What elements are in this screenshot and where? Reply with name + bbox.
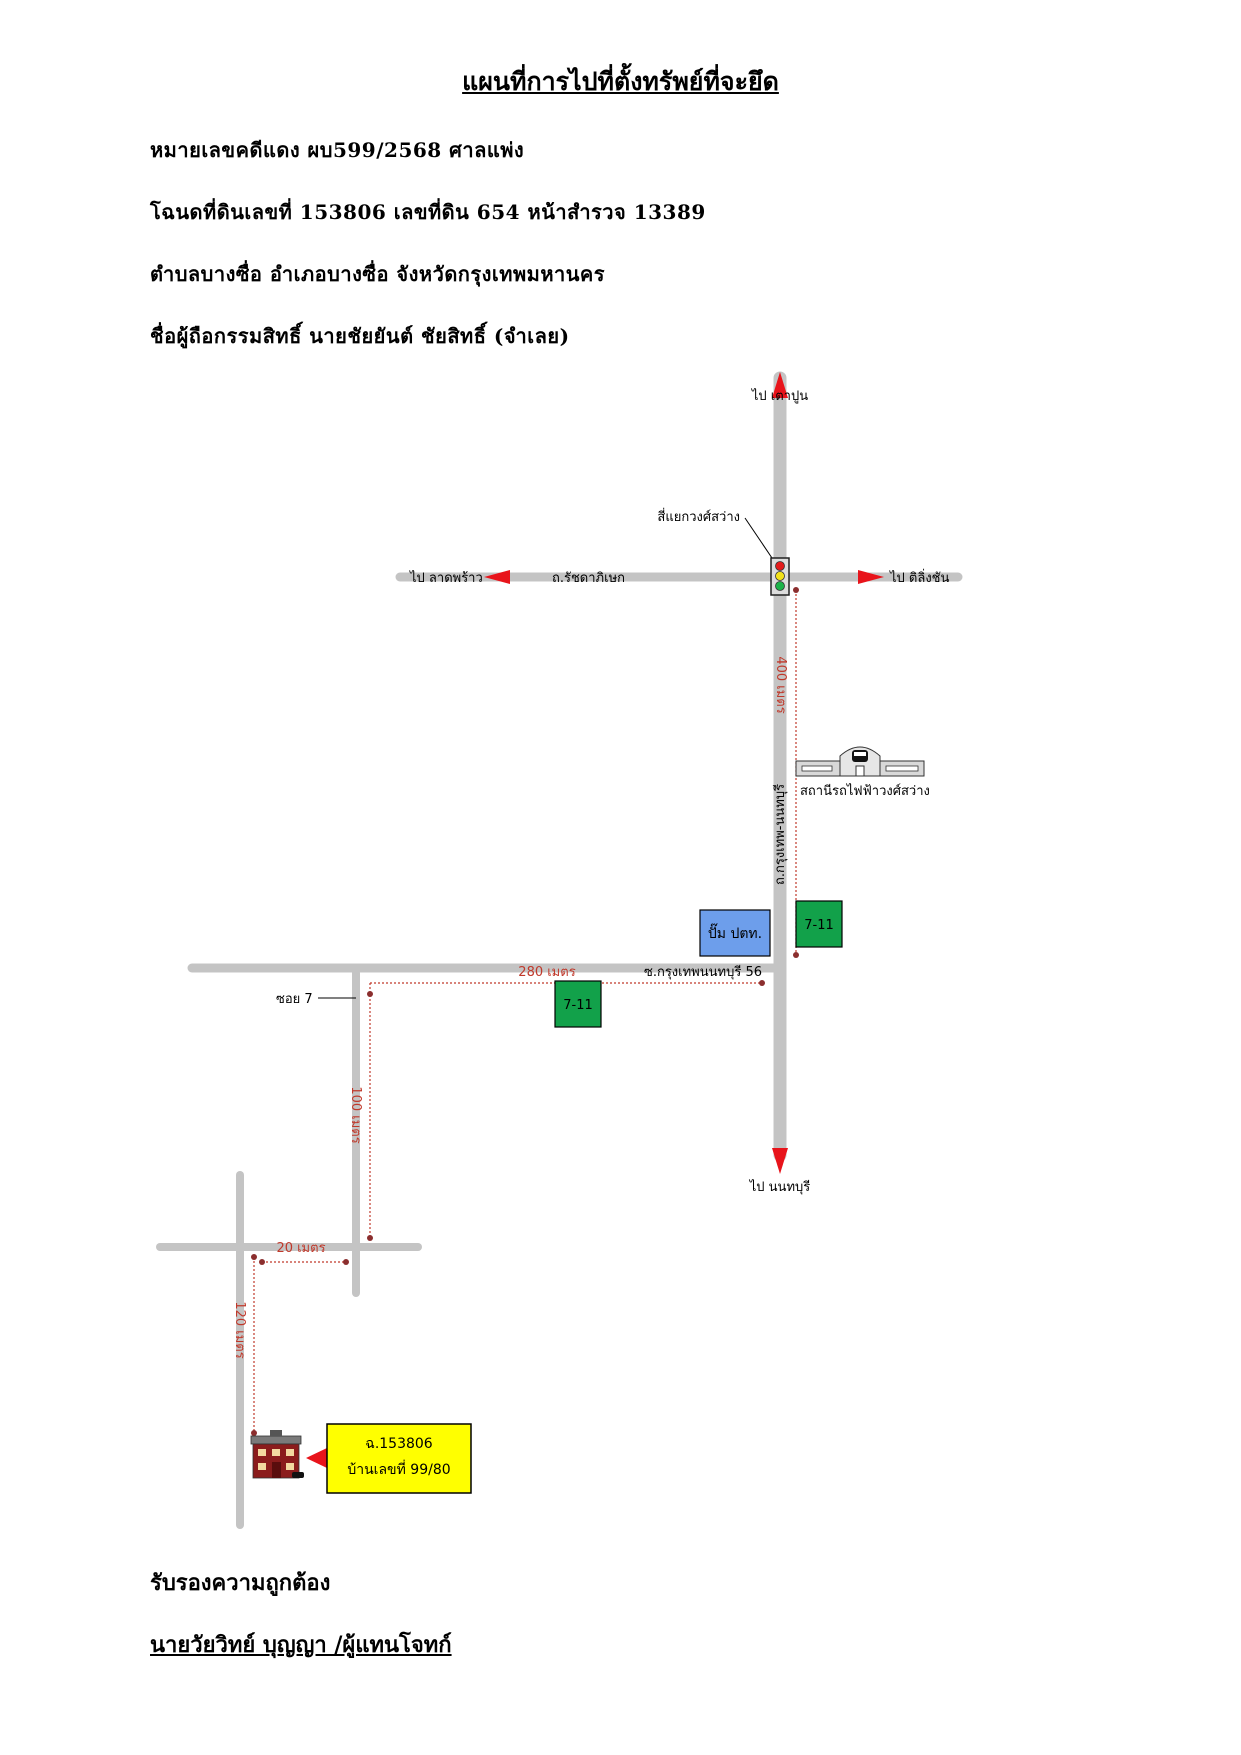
target-line-2: บ้านเลขที่ 99/80	[347, 1460, 450, 1478]
store-label-2: 7-11	[563, 998, 593, 1013]
gas-station-label: ปั๊ม ปตท.	[708, 923, 762, 942]
location-text: ตำบลบางซื่อ อำเภอบางซื่อ จังหวัดกรุงเทพม…	[150, 262, 606, 286]
target-arrow-icon	[306, 1448, 327, 1468]
certify-text: รับรองความถูกต้อง	[150, 1570, 331, 1596]
road-bkk-nonthaburi-label: ถ.กรุงเทพ-นนทบุรี	[772, 784, 788, 885]
to-north-label: ไป เตาปูน	[751, 388, 808, 404]
soi-7-label: ซอย 7	[276, 992, 313, 1007]
page-title: แผนที่การไปที่ตั้งทรัพย์ที่จะยึด	[462, 67, 779, 96]
store-box-2	[554, 980, 602, 1028]
to-east-label: ไป ติลิ่งชัน	[889, 569, 950, 586]
road-rachada-label: ถ.รัชดาภิเษก	[552, 571, 625, 586]
roads	[156, 371, 963, 1529]
arrow-west-icon	[484, 570, 510, 584]
distance-100-label: 100 เมตร	[348, 1086, 363, 1143]
station-label: สถานีรถไฟฟ้าวงศ์สว่าง	[800, 783, 930, 799]
target-box	[326, 1423, 472, 1494]
junction-label: สี่แยกวงศ์สว่าง	[657, 508, 740, 525]
deed-number: โฉนดที่ดินเลขที่ 153806 เลขที่ดิน 654 หน…	[150, 200, 706, 224]
soi-56-label: ซ.กรุงเทพนนทบุรี 56	[644, 964, 762, 980]
owner-text: ชื่อผู้ถือกรรมสิทธิ์ นายชัยยันต์ ชัยสิทธ…	[150, 324, 570, 348]
distance-lines	[253, 590, 797, 1433]
store-label-1: 7-11	[804, 918, 834, 933]
distance-20-label: 20 เมตร	[276, 1241, 325, 1256]
house-icon	[250, 1430, 304, 1479]
target-line-1: ฉ.153806	[365, 1436, 433, 1452]
arrow-south-icon	[772, 1148, 788, 1174]
arrow-east-icon	[858, 570, 884, 584]
arrow-north-icon	[772, 372, 788, 398]
to-west-label: ไป ลาดพร้าว	[409, 570, 483, 586]
traffic-light-icon	[744, 517, 790, 596]
gas-station-box	[699, 909, 771, 957]
to-south-label: ไป นนทบุรี	[749, 1179, 811, 1195]
distance-280-label: 280 เมตร	[518, 965, 575, 980]
case-number: หมายเลขคดีแดง ผบ599/2568 ศาลแพ่ง	[150, 138, 525, 162]
distance-120-label: 120 เมตร	[232, 1301, 247, 1358]
store-box-1	[795, 900, 843, 948]
distance-400-label: 400 เมตร	[773, 656, 788, 713]
distance-endpoints	[251, 587, 799, 1436]
train-station-icon	[795, 746, 925, 777]
direction-arrows	[484, 372, 884, 1174]
signer-text: นายวัยวิทย์ บุญญา /ผู้แทนโจทก์	[150, 1632, 452, 1658]
